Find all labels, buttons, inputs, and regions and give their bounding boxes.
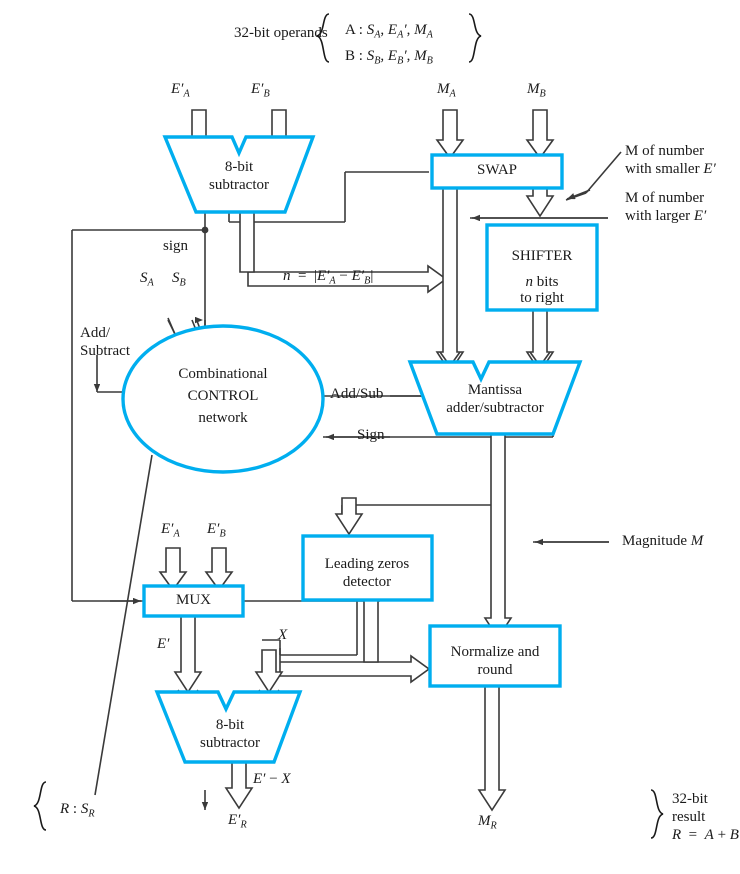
block-label-control-l3: network xyxy=(198,410,248,426)
block-label-mantissa-l2: adder/subtractor xyxy=(446,400,544,416)
signal-sb: SB xyxy=(172,270,186,289)
bus-er-out xyxy=(224,761,254,810)
block-label-control-l2: CONTROL xyxy=(187,388,259,404)
block-label-subtractor-top-l2: subtractor xyxy=(209,177,269,193)
bus-mantissa-to-lzd xyxy=(334,497,364,536)
block-label-shifter-l3: to right xyxy=(520,290,564,306)
note-magnitude: Magnitude M xyxy=(622,533,704,549)
bus-ma-to-swap xyxy=(435,109,465,160)
arrow-smaller-e xyxy=(566,189,591,200)
signal-sign-label: sign xyxy=(163,238,189,254)
brace-result-32bit xyxy=(650,789,664,839)
signal-e-prime: E′ xyxy=(157,636,170,652)
bus-mr-out xyxy=(477,685,507,812)
operands-label: 32-bit operands xyxy=(234,25,328,41)
block-shifter[interactable] xyxy=(485,223,599,312)
signal-sign-feedback: Sign xyxy=(357,427,385,443)
signal-add-subtract-l1: Add/ xyxy=(80,325,110,341)
note-larger-e-l1: M of number xyxy=(625,190,705,206)
block-subtractor-bottom[interactable] xyxy=(154,690,303,764)
block-control-network[interactable] xyxy=(121,324,325,474)
brace-group xyxy=(33,13,664,839)
operand-a-label: A : SA, EA′, MA xyxy=(345,22,433,41)
note-smaller-e-l1: M of number xyxy=(625,143,705,159)
result-line1: 32-bit xyxy=(672,791,708,807)
bus-swap-to-shifter xyxy=(525,187,555,218)
bus-mux-to-subtractor xyxy=(173,615,203,694)
block-swap[interactable] xyxy=(430,153,564,190)
block-label-mux: MUX xyxy=(175,592,211,608)
block-normalize[interactable] xyxy=(428,624,562,688)
signal-ea-top: E′A xyxy=(171,81,190,100)
junction-dot-sign xyxy=(201,226,209,234)
bus-ea-to-mux xyxy=(158,547,188,592)
note-larger-e-l2: with larger E′ xyxy=(625,208,707,224)
bus-mb-to-swap xyxy=(525,109,555,160)
block-mantissa-adder[interactable] xyxy=(407,360,583,436)
wire-control-to-sr xyxy=(94,454,153,796)
block-label-mantissa-l1: Mantissa xyxy=(467,382,523,398)
signal-sa: SA xyxy=(140,270,154,289)
block-label-control-l1: Combinational xyxy=(178,366,268,382)
block-label-swap: SWAP xyxy=(476,162,517,178)
signal-add-sub: Add/Sub xyxy=(330,386,384,402)
bus-eb-to-mux xyxy=(204,547,234,592)
signal-ea-mux: E′A xyxy=(161,521,180,540)
bus-group xyxy=(158,109,555,812)
signal-eb-mux: E′B xyxy=(207,521,226,540)
brace-header-right xyxy=(468,13,482,63)
signal-ma: MA xyxy=(437,81,456,100)
block-subtractor-top[interactable] xyxy=(162,135,316,214)
bus-x-to-normalize xyxy=(279,648,431,684)
block-group xyxy=(121,135,599,764)
brace-result-sr xyxy=(33,781,47,831)
signal-e-minus-x: E′ − X xyxy=(253,771,291,787)
note-smaller-e-l2: with smaller E′ xyxy=(625,161,716,177)
bus-x-to-subtractor xyxy=(254,649,284,694)
block-mux[interactable] xyxy=(142,584,245,618)
wire-smaller-e-leader xyxy=(585,151,622,194)
block-label-subtractor-bottom-l1: 8-bit xyxy=(215,717,245,733)
signal-mr: MR xyxy=(478,813,497,832)
signal-r-sr: R : SR xyxy=(60,801,95,820)
bus-n-drop xyxy=(239,211,255,273)
brace-header-left xyxy=(316,13,330,63)
result-line2: result xyxy=(672,809,706,825)
operand-b-label: B : SB, EB′, MB xyxy=(345,48,433,67)
block-label-shifter: SHIFTER xyxy=(511,248,573,264)
block-label-subtractor-top-l1: 8-bit xyxy=(224,159,254,175)
signal-eb-top: E′B xyxy=(251,81,270,100)
block-label-lzd-l2: detector xyxy=(342,574,392,590)
signal-er: E′R xyxy=(228,812,247,831)
block-label-shifter-l2: n bits xyxy=(525,274,559,290)
block-label-subtractor-bottom-l2: subtractor xyxy=(200,735,260,751)
bus-mantissa-to-normalize xyxy=(483,433,513,640)
signal-mb: MB xyxy=(527,81,546,100)
bus-lzd-down xyxy=(363,599,379,663)
block-leading-zeros[interactable] xyxy=(301,534,434,602)
signal-n-equation: n = |E′A − E′B| xyxy=(283,268,374,287)
block-label-normalize-l2: round xyxy=(477,662,513,678)
signal-add-subtract-l2: Subtract xyxy=(80,343,130,359)
signal-x: X xyxy=(278,627,288,643)
result-line3: R = A + B xyxy=(672,827,739,843)
block-label-lzd-l1: Leading zeros xyxy=(324,556,410,572)
block-label-normalize-l1: Normalize and xyxy=(450,644,540,660)
